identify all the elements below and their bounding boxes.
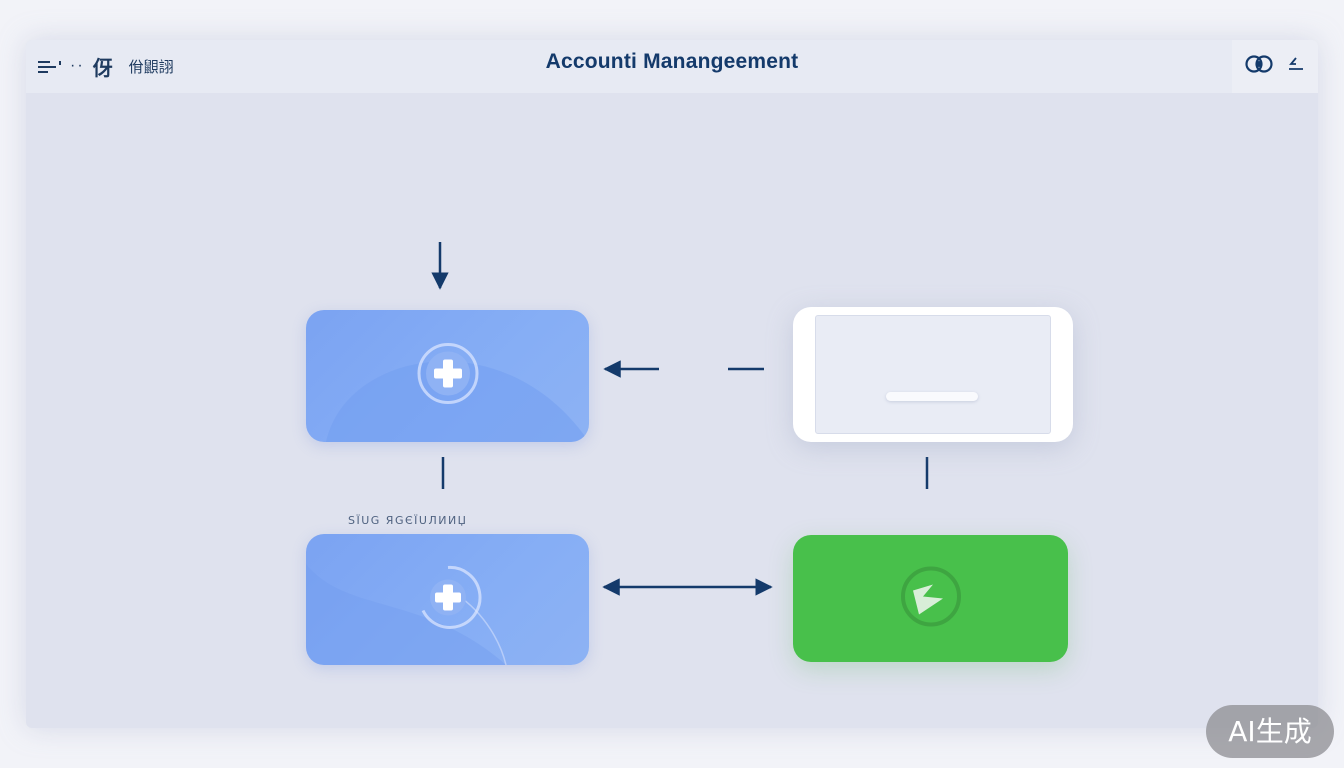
node-preview[interactable] (793, 307, 1073, 442)
preview-placeholder-bar (886, 392, 978, 401)
node-create[interactable] (306, 310, 589, 442)
plus-circle-icon[interactable] (416, 342, 480, 411)
node-add[interactable] (306, 534, 589, 665)
logout-icon[interactable] (1287, 55, 1305, 78)
menu-lines-icon[interactable] (36, 56, 62, 76)
app-window: ·· 伢 佾鼰詡 Accounti Manangeement (26, 40, 1318, 728)
page-title: Accounti Manangeement (545, 50, 799, 73)
refresh-icon[interactable] (899, 564, 963, 633)
brand-name: 佾鼰詡 (128, 57, 174, 76)
preview-panel (815, 315, 1051, 434)
brand-glyph-icon: 伢 (92, 55, 113, 80)
header-bar: ·· 伢 佾鼰詡 Accounti Manangeement (26, 40, 1318, 93)
header-dots: ·· (70, 57, 85, 74)
ai-generated-badge: AI生成 (1206, 705, 1334, 758)
header-actions (1232, 40, 1318, 93)
node-confirm[interactable] (793, 535, 1068, 662)
plus-circle-icon[interactable] (413, 562, 483, 637)
node-caption: SЇUG ЯGЄЇUЛИИЏ (348, 514, 468, 527)
user-circle-icon[interactable] (1245, 52, 1273, 81)
header-left: ·· 伢 佾鼰詡 (36, 52, 174, 80)
